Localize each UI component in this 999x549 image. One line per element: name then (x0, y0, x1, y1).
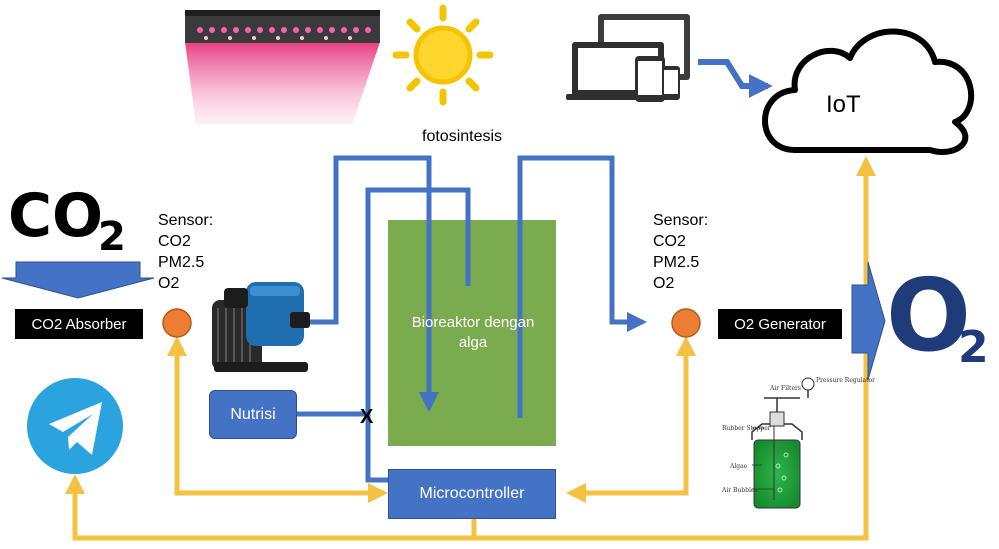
sun-icon (392, 4, 494, 106)
water-pump-icon (212, 282, 310, 372)
svg-text:Air Filters: Air Filters (769, 385, 801, 392)
svg-text:CO: CO (8, 181, 103, 251)
photosynthesis-label: fotosintesis (422, 128, 503, 145)
svg-text:Pressure Regulator: Pressure Regulator (816, 377, 875, 384)
svg-text:Air Bubbles: Air Bubbles (721, 487, 758, 494)
iot-cloud-icon (762, 28, 975, 155)
co2-absorber-label: CO2 Absorber (15, 309, 143, 339)
svg-text:2: 2 (98, 214, 126, 260)
nutrition-box: Nutrisi (209, 390, 297, 439)
svg-text:Rubber Stopper: Rubber Stopper (722, 425, 771, 432)
telegram-icon (27, 378, 123, 474)
grow-light-icon (185, 10, 380, 125)
sensor-right-label: Sensor: CO2 PM2.5 O2 (653, 212, 709, 292)
devices-icon (566, 14, 690, 102)
bioreactor-label: Bioreaktor dengan alga (411, 314, 535, 351)
svg-text:O: O (886, 257, 971, 374)
sensor-left-label: Sensor: CO2 PM2.5 O2 (158, 212, 214, 292)
devices-to-cloud-arrow (698, 59, 773, 98)
blocked-marker: X (360, 406, 374, 428)
o2-right-arrow (851, 261, 886, 381)
sensor-left (162, 308, 192, 338)
co2-down-arrow (1, 261, 155, 299)
o2-logo: O 2 (886, 257, 989, 374)
svg-text:2: 2 (958, 322, 989, 373)
iot-label: IoT (826, 91, 861, 118)
bioreactor-tank (388, 220, 556, 446)
co2-logo: CO 2 (8, 181, 126, 260)
sensor-right (671, 308, 701, 338)
o2-generator-label: O2 Generator (718, 309, 842, 339)
photobioreactor-illustration: Pressure Regulator Air Filters Rubber St… (721, 377, 875, 509)
microcontroller-box: Microcontroller (388, 469, 556, 519)
svg-text:Algae: Algae (729, 463, 748, 470)
